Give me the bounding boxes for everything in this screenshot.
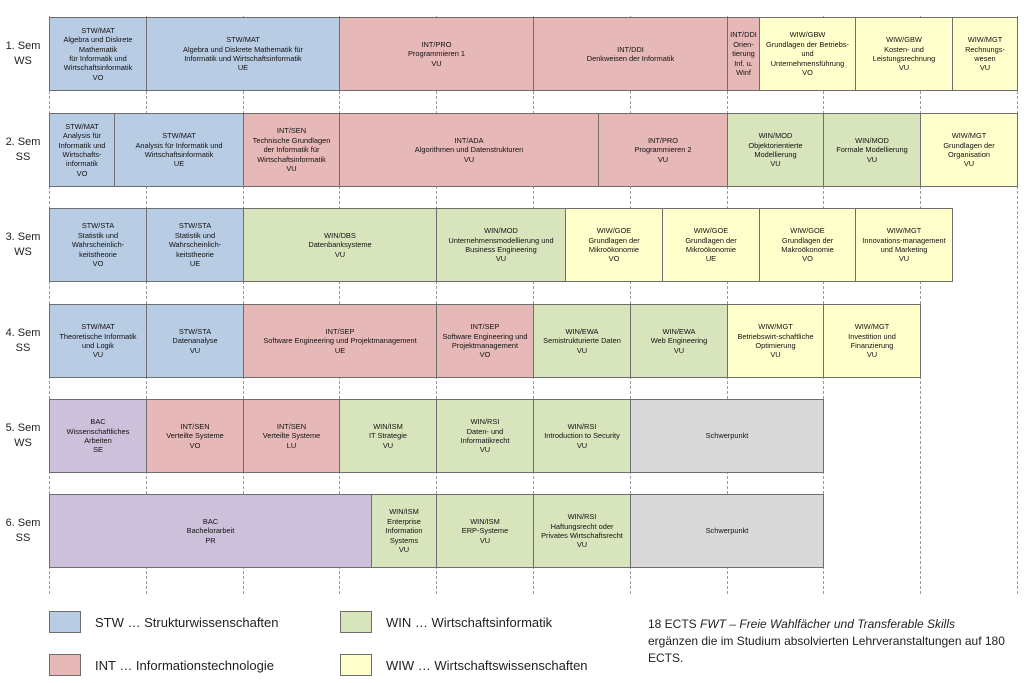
course-cell: INT/PRO Programmieren 2 VU	[598, 113, 728, 187]
legend-item-win: WIN … Wirtschaftsinformatik	[340, 611, 552, 633]
course-cell: STW/STA Statistik und Wahrscheinlich- ke…	[146, 208, 244, 282]
course-cell: WIN/MOD Objektorientierte Modellierung V…	[727, 113, 824, 187]
course-cell: BAC Bachelorarbeit PR	[49, 494, 372, 568]
course-cell: WIN/EWA Web Engineering VU	[630, 304, 728, 378]
course-cell: INT/PRO Programmieren 1 VU	[339, 17, 534, 91]
course-cell: WIW/MGT Betriebswirt-schaftliche Optimie…	[727, 304, 824, 378]
legend-item-int: INT … Informationstechnologie	[49, 654, 274, 676]
course-cell: INT/DDI Orien- tierung Inf. u. Winf	[727, 17, 760, 91]
course-cell: WIN/ISM Enterprise Information Systems V…	[371, 494, 437, 568]
legend-swatch-wiw	[340, 654, 372, 676]
legend-label-win: WIN … Wirtschaftsinformatik	[386, 614, 553, 630]
semester-label: 1. Sem WS	[5, 40, 41, 67]
course-cell: INT/ADA Algorithmen und Datenstrukturen …	[339, 113, 599, 187]
course-cell: INT/DDI Denkweisen der Informatik	[533, 17, 728, 91]
legend-label-int: INT … Informationstechnologie	[95, 657, 274, 673]
course-cell: STW/MAT Algebra und Diskrete Mathematik …	[49, 17, 147, 91]
legend-label-wiw: WIW … Wirtschaftswissenschaften	[386, 657, 588, 673]
course-cell: WIN/DBS Datenbanksysteme VU	[243, 208, 437, 282]
course-cell: WIW/GBW Grundlagen der Betriebs- und Unt…	[759, 17, 856, 91]
legend-item-wiw: WIW … Wirtschaftswissenschaften	[340, 654, 588, 676]
course-cell: INT/SEP Software Engineering und Projekt…	[436, 304, 534, 378]
course-cell: WIW/MGT Grundlagen der Organisation VU	[920, 113, 1018, 187]
course-cell: WIN/MOD Formale Modellierung VU	[823, 113, 921, 187]
course-cell: WIW/GOE Grundlagen der Mikroökonomie UE	[662, 208, 760, 282]
course-cell: WIN/RSI Daten- und Informatikrecht VU	[436, 399, 534, 473]
course-cell: Schwerpunkt	[630, 494, 824, 568]
course-cell: STW/MAT Theoretische Informatik und Logi…	[49, 304, 147, 378]
course-cell: WIW/GBW Kosten- und Leistungsrechnung VU	[855, 17, 953, 91]
course-cell: INT/SEP Software Engineering und Projekt…	[243, 304, 437, 378]
semester-label: 6. Sem SS	[5, 517, 41, 544]
legend-swatch-int	[49, 654, 81, 676]
legend-swatch-win	[340, 611, 372, 633]
legend-item-stw: STW … Strukturwissenschaften	[49, 611, 279, 633]
semester-label: 4. Sem SS	[5, 327, 41, 354]
ects-note: 18 ECTS FWT – Freie Wahlfächer und Trans…	[648, 616, 1018, 667]
course-cell: INT/SEN Verteilte Systeme VO	[146, 399, 244, 473]
ects-note-prefix: 18 ECTS	[648, 617, 701, 631]
course-cell: Schwerpunkt	[630, 399, 824, 473]
semester-label: 2. Sem SS	[5, 136, 41, 163]
semester-label: 5. Sem WS	[5, 422, 41, 449]
course-cell: WIN/EWA Semistrukturierte Daten VU	[533, 304, 631, 378]
grid-line	[1017, 16, 1018, 594]
course-cell: WIW/GOE Grundlagen der Makroökonomie VO	[759, 208, 856, 282]
course-cell: STW/MAT Algebra und Diskrete Mathematik …	[146, 17, 340, 91]
ects-note-suffix: ergänzen die im Studium absolvierten Leh…	[648, 634, 1005, 665]
course-cell: STW/STA Statistik und Wahrscheinlich- ke…	[49, 208, 147, 282]
course-cell: INT/SEN Technische Grundlagen der Inform…	[243, 113, 340, 187]
course-cell: WIN/RSI Haftungsrecht oder Privates Wirt…	[533, 494, 631, 568]
course-cell: WIN/RSI Introduction to Security VU	[533, 399, 631, 473]
ects-note-fwt: FWT – Freie Wahlfächer und Transferable …	[700, 617, 956, 631]
course-cell: BAC Wissenschaftliches Arbeiten SE	[49, 399, 147, 473]
course-cell: WIN/MOD Unternehmensmodellierung und Bus…	[436, 208, 566, 282]
legend-swatch-stw	[49, 611, 81, 633]
course-cell: WIN/ISM IT Strategie VU	[339, 399, 437, 473]
course-cell: WIW/MGT Investition und Finanzierung VU	[823, 304, 921, 378]
course-cell: STW/MAT Analysis für Informatik und Wirt…	[49, 113, 115, 187]
semester-label: 3. Sem WS	[5, 231, 41, 258]
legend-label-stw: STW … Strukturwissenschaften	[95, 614, 279, 630]
course-cell: WIW/GOE Grundlagen der Mikroökonomie VO	[565, 208, 663, 282]
course-cell: WIN/ISM ERP-Systeme VU	[436, 494, 534, 568]
course-cell: INT/SEN Verteilte Systeme LU	[243, 399, 340, 473]
course-cell: WIW/MGT Innovations-management und Marke…	[855, 208, 953, 282]
course-cell: STW/STA Datenanalyse VU	[146, 304, 244, 378]
course-cell: STW/MAT Analysis für Informatik und Wirt…	[114, 113, 244, 187]
course-cell: WIW/MGT Rechnungs- wesen VU	[952, 17, 1018, 91]
